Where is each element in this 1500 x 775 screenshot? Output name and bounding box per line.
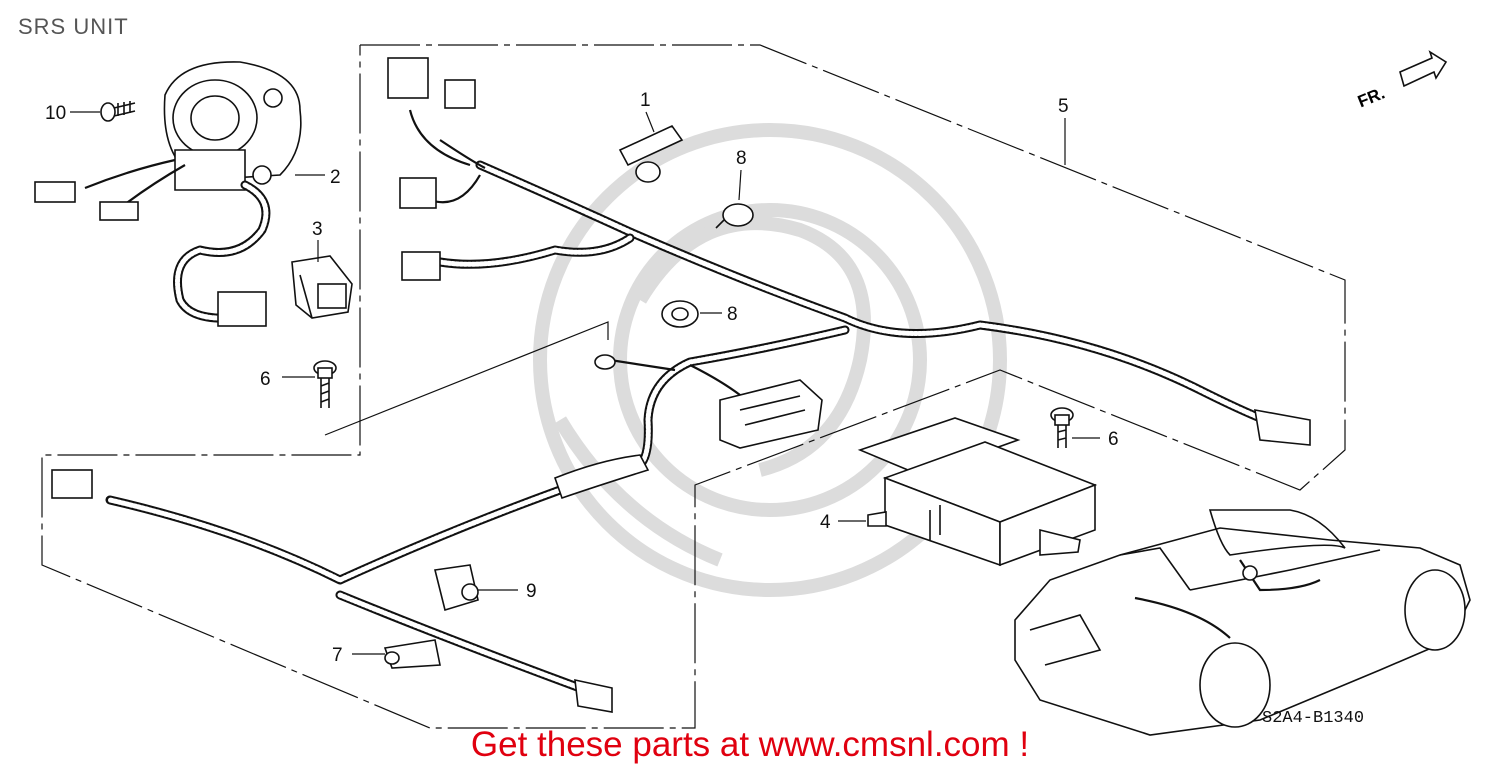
- callout-7: 7: [332, 645, 343, 666]
- callout-4: 4: [820, 512, 831, 533]
- bolt-6b-part: [1050, 407, 1074, 448]
- bolt-6a-part: [313, 360, 337, 408]
- car-location-illustration: [1014, 509, 1471, 736]
- clip-9-part: [434, 564, 479, 612]
- callout-8b: 8: [727, 304, 738, 325]
- callout-10: 10: [45, 103, 66, 124]
- callout-1: 1: [640, 90, 651, 111]
- srs-control-unit-part: [857, 417, 1098, 567]
- diagram-code: S2A4-B1340: [1262, 709, 1365, 728]
- callout-8a: 8: [736, 148, 747, 169]
- front-direction-label: FR.: [1355, 83, 1388, 111]
- page-title: SRS UNIT: [18, 14, 129, 39]
- bracket-3-part: [291, 255, 353, 319]
- callout-3: 3: [312, 219, 323, 240]
- main-harness-part: [51, 57, 1311, 713]
- screw-10-part: [100, 101, 136, 122]
- footer-link-text[interactable]: Get these parts at www.cmsnl.com !: [470, 725, 1030, 764]
- clamp-8b-part: [661, 300, 699, 328]
- clip-1-part: [618, 124, 684, 183]
- callout-5: 5: [1058, 96, 1069, 117]
- harness-group-outline: [41, 44, 1346, 729]
- callout-6a: 6: [260, 369, 271, 390]
- leader-lines: [70, 111, 1100, 655]
- front-direction-arrow-icon: [1399, 50, 1448, 88]
- callout-9: 9: [526, 581, 537, 602]
- cable-reel-part: [34, 61, 302, 327]
- clamp-8a-part: [715, 203, 754, 229]
- callout-6b: 6: [1108, 429, 1119, 450]
- watermark-logo: [533, 123, 1007, 597]
- cover-7-part: [383, 639, 441, 669]
- callout-2: 2: [330, 167, 341, 188]
